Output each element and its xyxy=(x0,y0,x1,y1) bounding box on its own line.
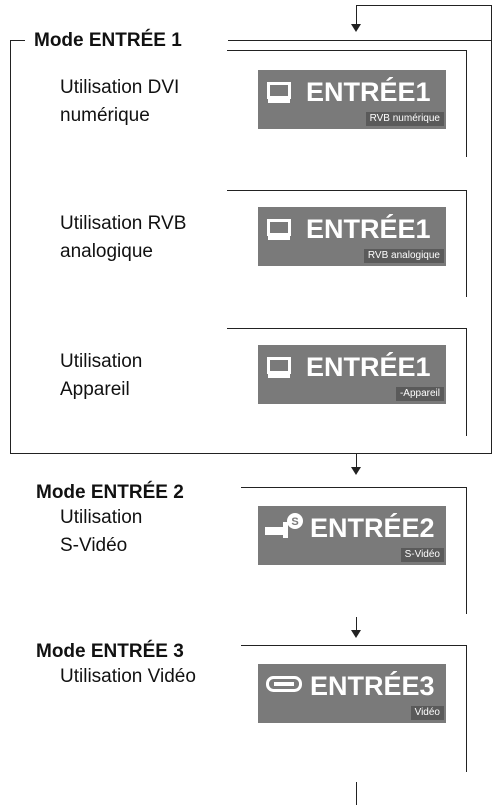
row2-osd-main-text: ENTRÉE1 xyxy=(306,214,431,244)
input3-label-line1: Utilisation Vidéo xyxy=(60,666,196,687)
input2-mode-title: Mode ENTRÉE 2 xyxy=(36,482,184,503)
row3-osd-main-text: ENTRÉE1 xyxy=(306,352,431,382)
input3-mode-title: Mode ENTRÉE 3 xyxy=(36,641,184,662)
row3-osd-sub-badge: -Appareil xyxy=(395,387,444,401)
flow-line-bottom xyxy=(356,782,357,805)
input2-bracket-top xyxy=(241,487,467,488)
row2-bracket-right xyxy=(466,190,467,297)
row2-bracket-top xyxy=(227,190,467,191)
input3-osd-display: ENTRÉE3 Vidéo xyxy=(258,664,446,723)
input3-bracket-top xyxy=(241,645,467,646)
flow-arrow-down-icon xyxy=(351,24,361,32)
row2-osd-display: ENTRÉE1 RVB analogique xyxy=(258,207,446,266)
row1-osd-display: ENTRÉE1 RVB numérique xyxy=(258,70,446,129)
s-video-plug-icon: S xyxy=(265,513,303,538)
flow-line-to-input3 xyxy=(356,617,357,631)
input2-label-line1: Utilisation xyxy=(60,507,143,528)
row1-osd-sub-badge: RVB numérique xyxy=(365,112,444,126)
input3-osd-main-text: ENTRÉE3 xyxy=(310,671,435,701)
computer-monitor-icon xyxy=(267,82,291,103)
input2-bracket-right xyxy=(466,487,467,614)
input2-label-line2: S-Vidéo xyxy=(60,535,128,556)
input2-osd-main-text: ENTRÉE2 xyxy=(310,513,435,543)
group-border-right xyxy=(491,5,492,454)
svg-text:S: S xyxy=(291,516,298,528)
input2-osd-sub-badge: S-Vidéo xyxy=(400,548,444,562)
row1-bracket-top xyxy=(227,50,467,51)
row3-label-line1: Utilisation xyxy=(60,351,143,372)
computer-monitor-icon xyxy=(267,219,291,240)
flow-arrow-down-icon xyxy=(351,630,361,638)
row3-bracket-right xyxy=(466,328,467,436)
flow-arrow-down-icon xyxy=(351,467,361,475)
row3-bracket-top xyxy=(227,328,467,329)
group-border-left xyxy=(10,40,11,454)
flow-line-top-vertical xyxy=(356,5,357,25)
row1-label-line2: numérique xyxy=(60,105,150,126)
row1-label-line1: Utilisation DVI xyxy=(60,77,180,98)
row1-bracket-right xyxy=(466,50,467,157)
computer-monitor-icon xyxy=(267,357,291,378)
row3-osd-display: ENTRÉE1 -Appareil xyxy=(258,345,446,404)
input3-bracket-right xyxy=(466,645,467,772)
row2-label-line2: analogique xyxy=(60,241,153,262)
group-border-top-left xyxy=(10,40,25,41)
group-border-top-right xyxy=(228,40,492,41)
row2-osd-sub-badge: RVB analogique xyxy=(363,249,444,263)
group-border-bottom xyxy=(10,453,492,454)
row1-osd-main-text: ENTRÉE1 xyxy=(306,77,431,107)
flow-line-top-horizontal xyxy=(356,5,492,6)
input2-osd-display: S ENTRÉE2 S-Vidéo xyxy=(258,506,446,565)
row3-label-line2: Appareil xyxy=(60,379,130,400)
input3-osd-sub-badge: Vidéo xyxy=(410,706,444,720)
flow-line-to-input2 xyxy=(356,453,357,468)
video-connector-icon xyxy=(266,676,302,692)
row2-label-line1: Utilisation RVB xyxy=(60,213,187,234)
input1-mode-title: Mode ENTRÉE 1 xyxy=(34,30,182,51)
